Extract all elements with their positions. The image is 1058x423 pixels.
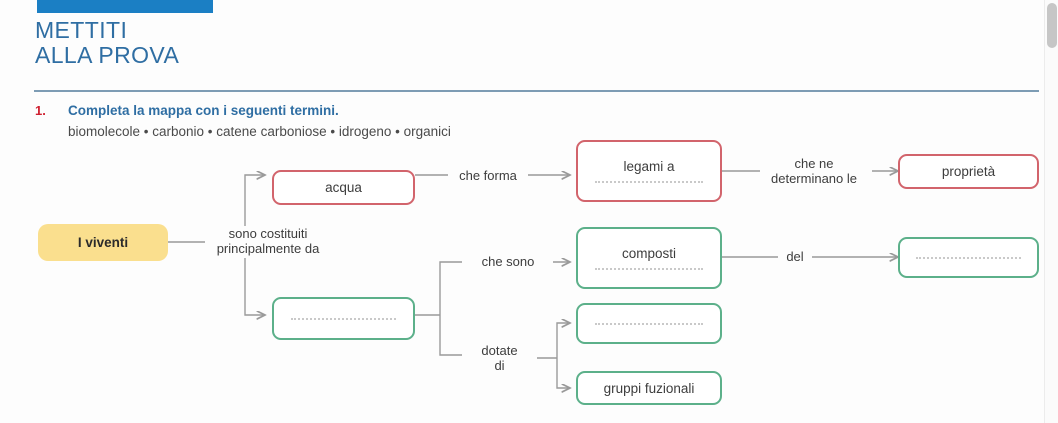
node-label: acqua [325,180,362,195]
concept-map: I viventi acqua legami a proprietà compo… [0,130,1058,423]
title-divider [34,90,1039,92]
page-title-line2: ALLA PROVA [35,42,180,68]
node-gruppi-fuzionali[interactable]: gruppi fuzionali [576,371,722,405]
page-title: METTITI ALLA PROVA [35,18,435,68]
fill-in-blank[interactable] [916,256,1021,259]
node-proprieta[interactable]: proprietà [898,154,1039,189]
node-blank-biomolecole[interactable] [272,297,415,340]
node-composti[interactable]: composti [576,227,722,289]
node-blank-dotate[interactable] [576,303,722,344]
connector-line2: di [494,358,505,373]
question-term-bank: biomolecole • carbonio • catene carbonio… [68,124,451,139]
scrollbar-track[interactable] [1044,0,1058,423]
question-prompt: Completa la mappa con i seguenti termini… [68,103,339,118]
connector-che-forma: che forma [459,168,517,183]
page-title-line1: METTITI [35,17,128,43]
connector-che-ne-determinano: che ne determinano le [755,156,873,186]
connector-dotate-di: dotate di [462,343,537,373]
node-blank-del[interactable] [898,237,1039,278]
fill-in-blank[interactable] [595,322,703,325]
node-acqua[interactable]: acqua [272,170,415,205]
connector-che-sono: che sono [481,254,535,269]
scrollbar-thumb[interactable] [1047,3,1057,48]
header-accent-bar [37,0,213,13]
fill-in-blank[interactable] [595,181,703,183]
connector-sono-costituiti: sono costituiti principalmente da [203,226,333,256]
question-number: 1. [35,103,46,118]
fill-in-blank[interactable] [595,268,703,270]
connector-del: del [786,249,804,264]
node-label: proprietà [941,164,996,179]
node-label: composti [621,246,677,261]
node-legami-a[interactable]: legami a [576,140,722,202]
node-label: gruppi fuzionali [603,380,695,396]
connector-lines [168,130,1058,423]
fill-in-blank[interactable] [290,317,397,320]
connector-line1: dotate [481,343,518,358]
node-label: I viventi [77,235,129,250]
connector-line1: sono costituiti [228,226,308,241]
node-label: legami a [623,159,675,174]
connector-line2: principalmente da [216,241,320,256]
connector-line1: che ne [794,156,834,171]
connector-line2: determinano le [771,171,857,186]
node-i-viventi[interactable]: I viventi [38,224,168,261]
